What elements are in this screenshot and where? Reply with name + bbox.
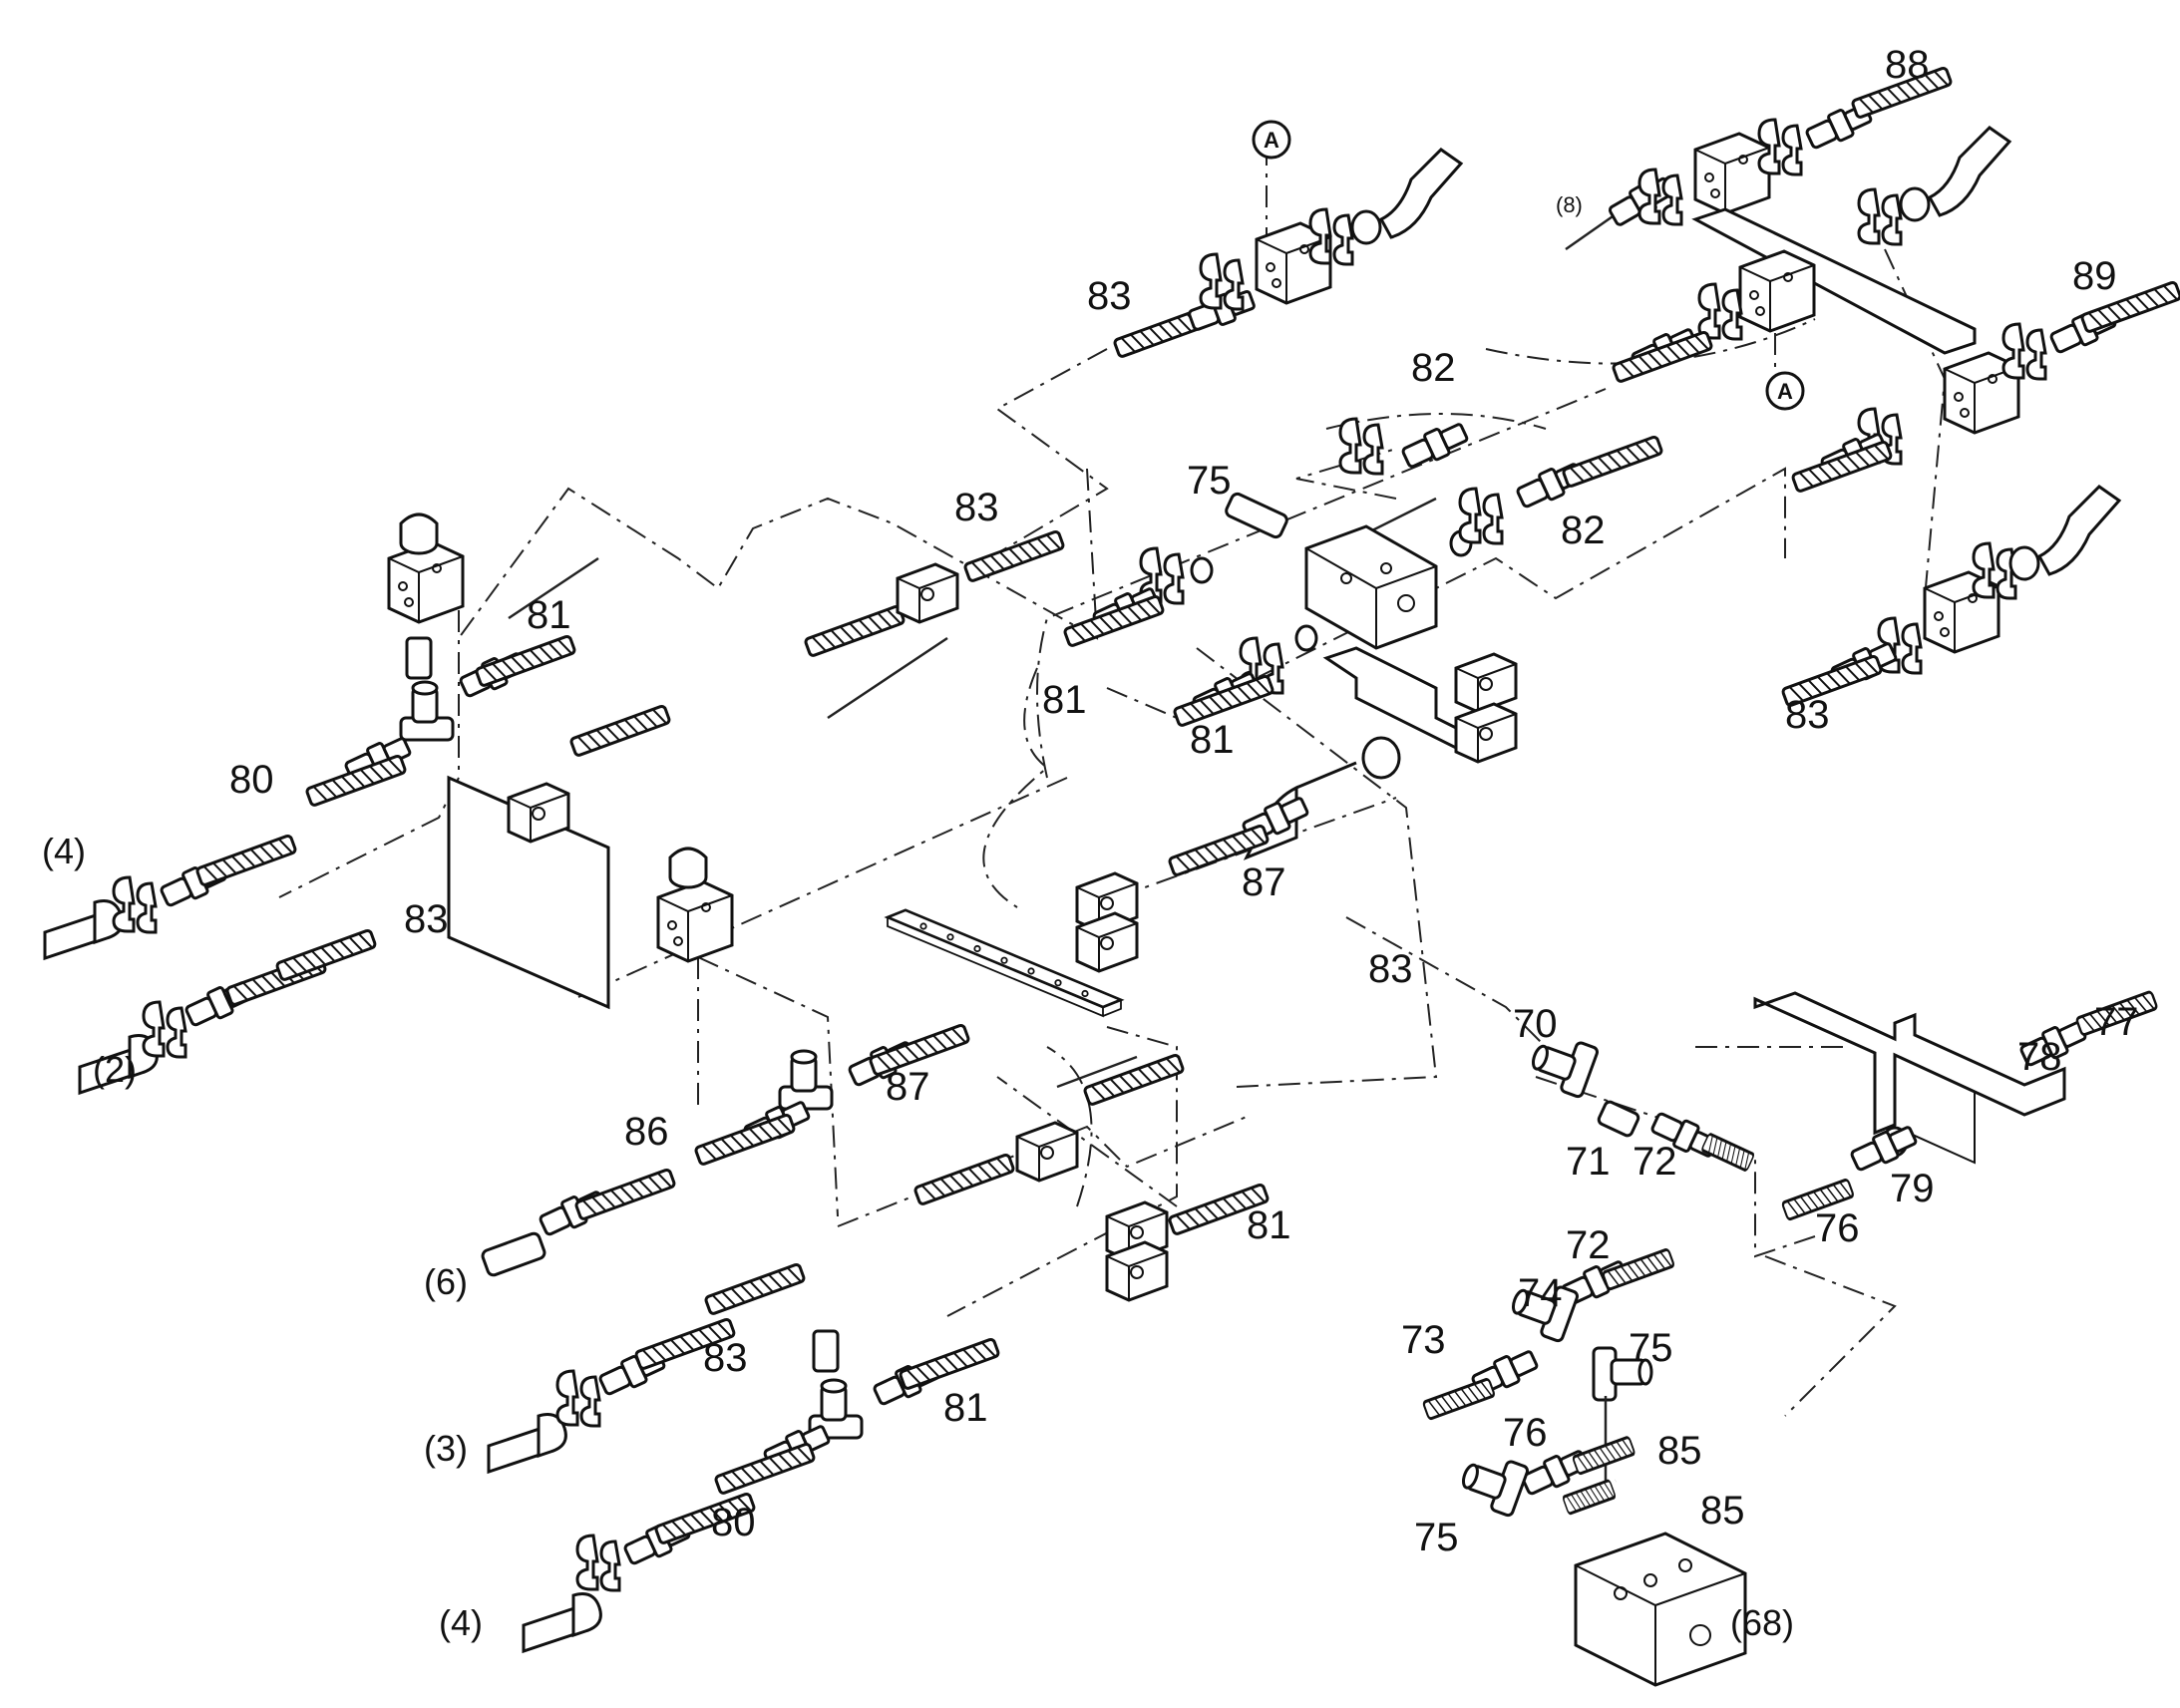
circled-markers: A A — [1264, 128, 1793, 404]
callout-79: 79 — [1890, 1167, 1935, 1210]
marker-a-icon — [1252, 120, 1291, 160]
callout-72: 72 — [1566, 1223, 1611, 1267]
marker-a: A — [1264, 128, 1279, 153]
callout-74: 74 — [1518, 1271, 1563, 1315]
callout-88: 88 — [1885, 43, 1930, 87]
center-valve-block — [1062, 417, 1664, 877]
top-right-assembly — [1565, 65, 2180, 708]
callout-81: 81 — [527, 593, 571, 637]
callout-75: 75 — [1187, 459, 1232, 503]
marker-a-icon — [1765, 371, 1805, 411]
ref-4: (4) — [439, 1602, 483, 1643]
top-center-assembly — [1112, 120, 1464, 359]
callout-78: 78 — [2017, 1035, 2062, 1079]
callout-87: 87 — [886, 1065, 930, 1109]
callout-76: 76 — [1815, 1206, 1860, 1250]
callout-81: 81 — [1042, 678, 1087, 722]
callout-73: 73 — [1401, 1318, 1446, 1362]
callout-83: 83 — [1785, 693, 1830, 737]
callout-75: 75 — [1414, 1516, 1459, 1559]
ref-6: (6) — [424, 1261, 468, 1302]
callout-83: 83 — [1087, 274, 1132, 318]
left-assembly — [43, 512, 1066, 1095]
callout-82: 82 — [1411, 346, 1456, 390]
callout-87: 87 — [1242, 860, 1286, 904]
callout-75: 75 — [1629, 1326, 1673, 1370]
callout-labels: 83 88 89 82 82 75 83 81 81 81 83 80 83 8… — [229, 43, 2139, 1559]
callout-72: 72 — [1633, 1140, 1677, 1184]
ref-68: (68) — [1730, 1602, 1794, 1643]
callout-80: 80 — [229, 758, 274, 802]
marker-a: A — [1777, 379, 1793, 404]
callout-83: 83 — [954, 486, 999, 529]
ref-2: (2) — [93, 1049, 137, 1090]
callout-81: 81 — [1190, 718, 1235, 762]
callout-82: 82 — [1561, 509, 1606, 552]
callout-83: 83 — [1368, 947, 1413, 991]
callout-83: 83 — [404, 897, 449, 941]
callout-89: 89 — [2072, 254, 2117, 298]
callout-70: 70 — [1513, 1002, 1558, 1046]
callout-83: 83 — [703, 1336, 748, 1380]
callout-85: 85 — [1657, 1429, 1702, 1473]
callout-76: 76 — [1503, 1411, 1548, 1455]
callout-77: 77 — [2094, 1000, 2139, 1044]
reference-labels: (8) (4) (2) (6) (3) (4) (68) — [42, 192, 1794, 1643]
callout-86: 86 — [624, 1110, 669, 1154]
ref-8: (8) — [1556, 192, 1583, 217]
lower-center-assembly — [481, 871, 1271, 1653]
right-lower-assembly — [1421, 989, 2159, 1687]
callout-85: 85 — [1700, 1489, 1745, 1533]
callout-71: 71 — [1566, 1140, 1611, 1184]
callout-81: 81 — [1247, 1203, 1291, 1247]
ref-3: (3) — [424, 1428, 468, 1469]
callout-81: 81 — [943, 1386, 988, 1430]
ref-4: (4) — [42, 831, 86, 871]
callout-80: 80 — [711, 1501, 756, 1544]
